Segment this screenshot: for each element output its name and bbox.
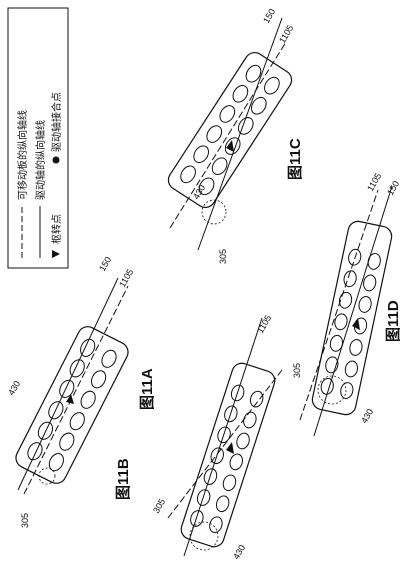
label-305-11d: 305 (292, 363, 302, 378)
label-430-11d: 430 (359, 407, 375, 425)
plate-11d-wells (320, 248, 381, 399)
plate-11d (311, 220, 393, 416)
plate-11c-wells (180, 64, 280, 196)
engagement-circle-11a (38, 467, 56, 485)
drive-axis-11b (183, 317, 263, 557)
legend-dot-label: 驱动轴接合点 (50, 92, 63, 152)
plate-11b (180, 362, 276, 548)
label-305-11c: 305 (218, 249, 228, 264)
label-1105-11b: 1105 (255, 313, 273, 335)
pivot-triangle-11a (66, 394, 74, 404)
legend-triangle-icon (52, 250, 60, 258)
pivot-triangle-11d (352, 318, 360, 330)
caption-11c: 图11C (287, 138, 304, 180)
figure-11a: 150 1105 430 305 图11A (6, 255, 156, 528)
figure-11c: 150 1105 430 305 图11C (167, 7, 304, 264)
legend-solid-label: 驱动轴的纵向轴线 (34, 120, 47, 200)
plate-11b-wells (190, 384, 264, 533)
plate-11a-wells (27, 338, 117, 472)
legend-dot-icon (52, 156, 60, 164)
label-150-11c: 150 (261, 7, 277, 25)
caption-11d: 图11D (385, 300, 402, 342)
engagement-circle-11c (201, 199, 227, 225)
legend: 可移动板的纵向轴线 驱动轴的纵向轴线 枢转点 驱动轴接合点 (7, 7, 69, 269)
drive-axis-11d (313, 185, 393, 437)
label-1105-11c: 1105 (277, 23, 295, 45)
label-305-11a: 305 (20, 513, 30, 528)
figure-11d: 1105 150 305 430 图11D (292, 171, 402, 437)
plate-11a (15, 326, 129, 484)
plate-axis-11c (169, 41, 287, 229)
plate-axis-11d (299, 189, 379, 421)
legend-dashed-label: 可移动板的纵向轴线 (16, 110, 29, 200)
figure-11b: 1105 305 430 图11B (115, 313, 283, 561)
engagement-circle-11d (317, 375, 347, 405)
label-1105-11d: 1105 (365, 171, 383, 193)
label-430-11c: 430 (191, 183, 207, 201)
pivot-triangle-11c (226, 140, 234, 152)
label-150-11a: 150 (97, 255, 113, 273)
label-430-11b: 430 (231, 543, 247, 561)
engagement-circle-11b (189, 521, 219, 551)
drive-axis-11a (17, 277, 119, 491)
caption-11a: 图11A (139, 368, 156, 410)
plate-11c (167, 51, 293, 209)
legend-box (7, 7, 69, 269)
label-430-11a: 430 (6, 379, 22, 397)
legend-triangle-label: 枢转点 (50, 214, 63, 244)
label-150-11d: 150 (385, 179, 401, 197)
plate-axis-11a (23, 285, 129, 495)
drive-axis-11c (197, 17, 283, 251)
label-305-11b: 305 (151, 497, 167, 515)
pivot-triangle-11b (226, 442, 234, 454)
plate-axis-11b (167, 369, 283, 519)
caption-11b: 图11B (115, 458, 132, 500)
label-1105-11a: 1105 (117, 267, 135, 289)
